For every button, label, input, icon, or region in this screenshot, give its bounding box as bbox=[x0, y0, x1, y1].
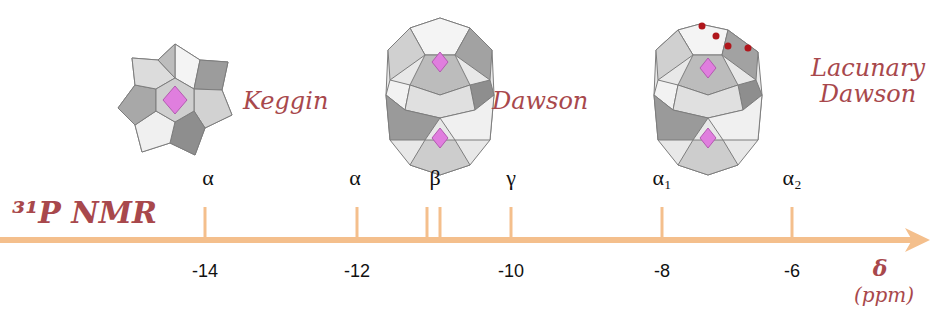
keggin-structure bbox=[118, 44, 232, 155]
tick-value: -8 bbox=[654, 262, 670, 282]
tick-value: -10 bbox=[498, 262, 524, 282]
structure-name: Dawson bbox=[492, 88, 588, 114]
structure-name: Keggin bbox=[243, 88, 328, 114]
structure-name: Lacunary Dawson bbox=[808, 55, 928, 108]
isomer-label: α₂ bbox=[782, 166, 801, 190]
axis-ticks bbox=[205, 207, 792, 240]
tick-value: -6 bbox=[784, 262, 800, 282]
axis-arrowhead bbox=[905, 228, 930, 252]
dawson-structure bbox=[386, 18, 494, 175]
axis-symbol: δ bbox=[873, 256, 888, 280]
tick-value: -12 bbox=[344, 262, 370, 282]
lacunary-dawson-structure bbox=[654, 23, 762, 176]
isomer-label: α₁ bbox=[652, 166, 671, 190]
axis-title: ³¹P NMR bbox=[12, 196, 157, 229]
axis-unit: (ppm) bbox=[854, 284, 914, 306]
tick-value: -14 bbox=[192, 262, 218, 282]
isomer-label: α bbox=[202, 166, 214, 190]
axis-line bbox=[0, 237, 912, 243]
isomer-label: α bbox=[349, 166, 361, 190]
isomer-label: γ bbox=[506, 166, 516, 190]
isomer-label: β bbox=[429, 166, 440, 190]
